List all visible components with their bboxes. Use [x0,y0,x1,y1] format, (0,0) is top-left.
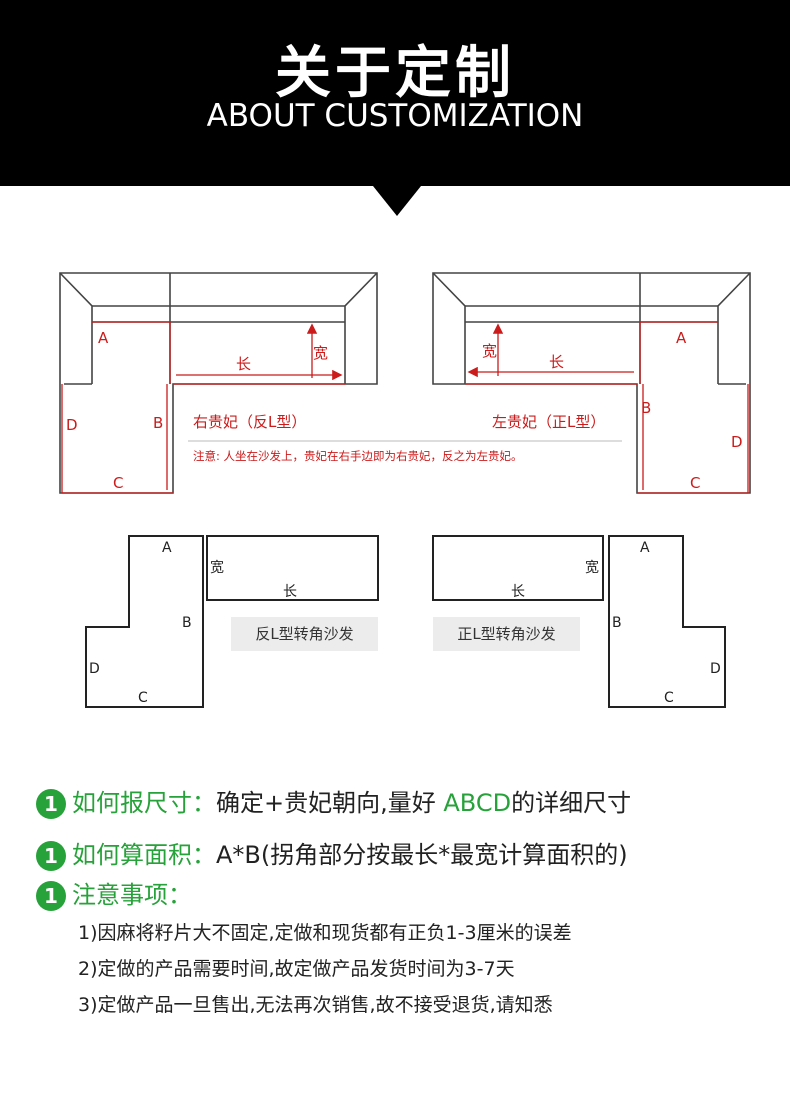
right-plan-length: 长 [511,584,525,600]
left-sofa-red-outline [61,321,345,494]
right-sofa-label-a: A [676,329,687,347]
right-sofa-red-outline [465,321,749,494]
right-plan-label-c: C [664,690,674,706]
info-size-text: 确定+贵妃朝向,量好 [216,789,444,817]
header-banner: 关于定制 ABOUT CUSTOMIZATION [0,0,790,186]
left-plan-label-b: B [182,615,192,631]
left-sofa-width: 宽 [313,344,328,362]
left-plan-caption: 反L型转角沙发 [231,617,378,651]
header-notch [373,186,421,216]
left-sofa-label-a: A [98,329,109,347]
right-plan-l-shape [608,535,726,708]
left-sofa-label-d: D [66,416,78,434]
right-plan-caption: 正L型转角沙发 [433,617,580,651]
left-plan-l-shape [85,535,204,708]
right-sofa-length: 长 [549,353,564,371]
left-sofa-length: 长 [236,355,251,373]
left-sofa-label-b: B [153,414,163,432]
right-plan-label-a: A [640,540,650,556]
left-plan-width: 宽 [210,559,224,576]
sofa-note: 注意: 人坐在沙发上，贵妃在右手边即为右贵妃，反之为左贵妃。 [193,449,523,463]
left-plan-label-a: A [162,540,172,556]
left-plan-label-c: C [138,690,148,706]
info-size-text-after: 的详细尺寸 [511,789,632,817]
info-size-heading: 如何报尺寸： [72,789,216,817]
info-size-highlight: ABCD [443,789,512,817]
page-title: 关于定制 [275,41,515,106]
right-plan-rect [432,535,604,601]
right-plan-label-d: D [710,661,721,677]
right-sofa-label-c: C [690,474,700,492]
note-item: 3)定做产品一旦售出,无法再次销售,故不接受退货,请知悉 [78,994,553,1016]
note-item: 1)因麻将籽片大不固定,定做和现货都有正负1-3厘米的误差 [78,922,572,944]
plan-diagram: A B D C 宽 长 宽 长 A B D C [85,535,726,708]
left-sofa-label-c: C [113,474,123,492]
page-subtitle: ABOUT CUSTOMIZATION [206,98,584,134]
sofa-diagram: A D B C 长 宽 右贵妃（反L型） A B D C 长 宽 左贵妃（正L型… [59,272,751,494]
right-sofa-label-d: D [731,433,743,451]
right-plan-width: 宽 [585,559,599,576]
info-size-badge: 1 [36,789,66,819]
right-plan-label-b: B [612,615,622,631]
left-sofa-caption: 右贵妃（反L型） [193,413,306,431]
left-plan-length: 长 [283,584,297,600]
info-notes-badge: 1 [36,881,66,911]
left-plan-label-d: D [89,661,100,677]
info-area-heading: 如何算面积： [72,841,216,869]
note-item: 2)定做的产品需要时间,故定做产品发货时间为3-7天 [78,958,515,980]
info-area-badge: 1 [36,841,66,871]
info-notes-heading: 注意事项： [72,881,192,909]
left-plan-rect [206,535,379,601]
right-sofa-width: 宽 [482,342,497,360]
info-area-text: A*B(拐角部分按最长*最宽计算面积的) [216,841,628,869]
right-sofa-caption: 左贵妃（正L型） [492,413,605,431]
right-sofa-label-b: B [641,399,651,417]
